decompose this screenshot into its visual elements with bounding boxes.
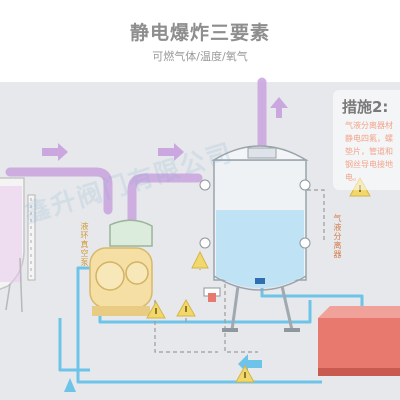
gas-liquid-separator — [199, 145, 311, 332]
pump-label: 液环真空泵 — [80, 222, 89, 267]
left-indicator-triangle — [64, 378, 76, 392]
measure-panel-line: 气液分离器材 — [345, 121, 393, 130]
measure-panel-line: 钢丝导电接地 — [345, 160, 393, 169]
flow-arrows — [42, 97, 288, 161]
measure-panel-line: 静电四氟，螺 — [345, 134, 393, 143]
vacuum-pump — [89, 219, 153, 316]
sight-glass — [27, 194, 36, 281]
collection-tank — [318, 306, 400, 376]
measure-panel-title: 措施2: — [342, 98, 389, 116]
measure-panel — [333, 90, 400, 190]
valve — [203, 287, 221, 302]
left-tank — [0, 177, 25, 313]
measure-panel-line: 电。 — [345, 173, 361, 182]
separator-label: 气液分离器 — [333, 214, 342, 259]
page-title: 静电爆炸三要素 — [129, 22, 270, 44]
page-subtitle: 可燃气体/温度/氧气 — [152, 50, 248, 63]
measure-panel-line: 垫片，管道和 — [345, 147, 393, 156]
gas-pipes — [5, 77, 267, 240]
